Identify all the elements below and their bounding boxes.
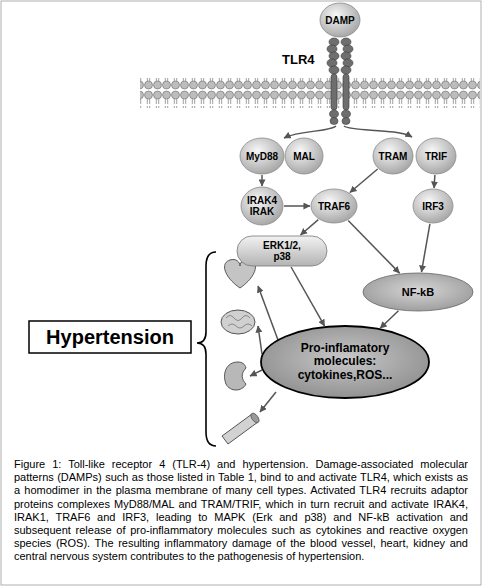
figure-caption: Figure 1: Toll-like receptor 4 (TLR-4) a… bbox=[14, 458, 468, 564]
factor-circle-shape bbox=[413, 189, 453, 223]
adaptor-circle-shape bbox=[240, 138, 284, 174]
nfkb-ellipse: NF-kB bbox=[362, 272, 474, 312]
adaptor-circle-shape bbox=[416, 138, 456, 174]
signal-arrow bbox=[421, 224, 429, 272]
outcome-box: Hypertension bbox=[28, 320, 192, 354]
signal-arrow bbox=[348, 221, 399, 274]
node-text: TRIF bbox=[425, 151, 447, 162]
blood-vessel-icon bbox=[222, 412, 261, 444]
molecules-ellipse: Pro-inflamatory molecules: cytokines,ROS… bbox=[260, 325, 430, 399]
signal-arrow bbox=[261, 175, 263, 186]
node-text: IRAK4 IRAK bbox=[245, 195, 279, 217]
signal-arrow bbox=[284, 205, 310, 207]
node-text: Hypertension bbox=[46, 326, 174, 348]
node-text: TRAF6 bbox=[318, 201, 350, 212]
kinase-circle-shape bbox=[311, 189, 357, 223]
adaptor-circle-shape bbox=[285, 138, 323, 174]
node-text: NF-kB bbox=[402, 286, 434, 298]
adaptor-circle: TRAM bbox=[372, 137, 414, 175]
signal-arrow bbox=[380, 311, 398, 329]
receptor-label: TLR4 bbox=[282, 52, 315, 67]
outcome-box-shape bbox=[29, 321, 191, 353]
adaptor-circle-shape bbox=[373, 138, 413, 174]
kinase-circle: IRAK4 IRAK bbox=[240, 186, 284, 226]
node-text: Pro-inflamatory molecules: cytokines,ROS… bbox=[289, 342, 401, 382]
kidney-icon bbox=[225, 362, 247, 390]
node-text: MAL bbox=[293, 151, 315, 162]
bracket bbox=[197, 252, 216, 446]
node-text: DAMP bbox=[325, 15, 354, 26]
signal-arrow bbox=[433, 175, 435, 188]
signal-arrow bbox=[344, 126, 412, 137]
molecules-ellipse-shape bbox=[261, 326, 429, 398]
kinase-circle: TRAF6 bbox=[310, 188, 358, 224]
ligand-circle: DAMP bbox=[319, 2, 361, 38]
ligand-circle-shape bbox=[320, 3, 360, 37]
factor-circle: IRF3 bbox=[412, 188, 454, 224]
plasma-membrane bbox=[140, 78, 480, 108]
node-text: TRAM bbox=[379, 151, 408, 162]
node-text: MyD88 bbox=[246, 151, 278, 162]
nfkb-ellipse-shape bbox=[363, 273, 473, 311]
signal-arrow bbox=[300, 220, 318, 235]
brain-icon bbox=[221, 310, 255, 334]
signal-arrow bbox=[291, 267, 325, 326]
node-text: ERK1/2, p38 bbox=[258, 240, 306, 262]
mapk-box-shape bbox=[237, 236, 327, 266]
node-text: IRF3 bbox=[422, 201, 444, 212]
adaptor-circle: TRIF bbox=[415, 137, 457, 175]
kinase-circle-shape bbox=[241, 187, 283, 225]
signal-arrow bbox=[350, 169, 378, 193]
adaptor-circle: MAL bbox=[284, 137, 324, 175]
adaptor-circle: MyD88 bbox=[239, 137, 285, 175]
mapk-box: ERK1/2, p38 bbox=[236, 235, 328, 267]
signal-arrow bbox=[284, 126, 336, 138]
tlr4-receptor bbox=[327, 38, 353, 125]
